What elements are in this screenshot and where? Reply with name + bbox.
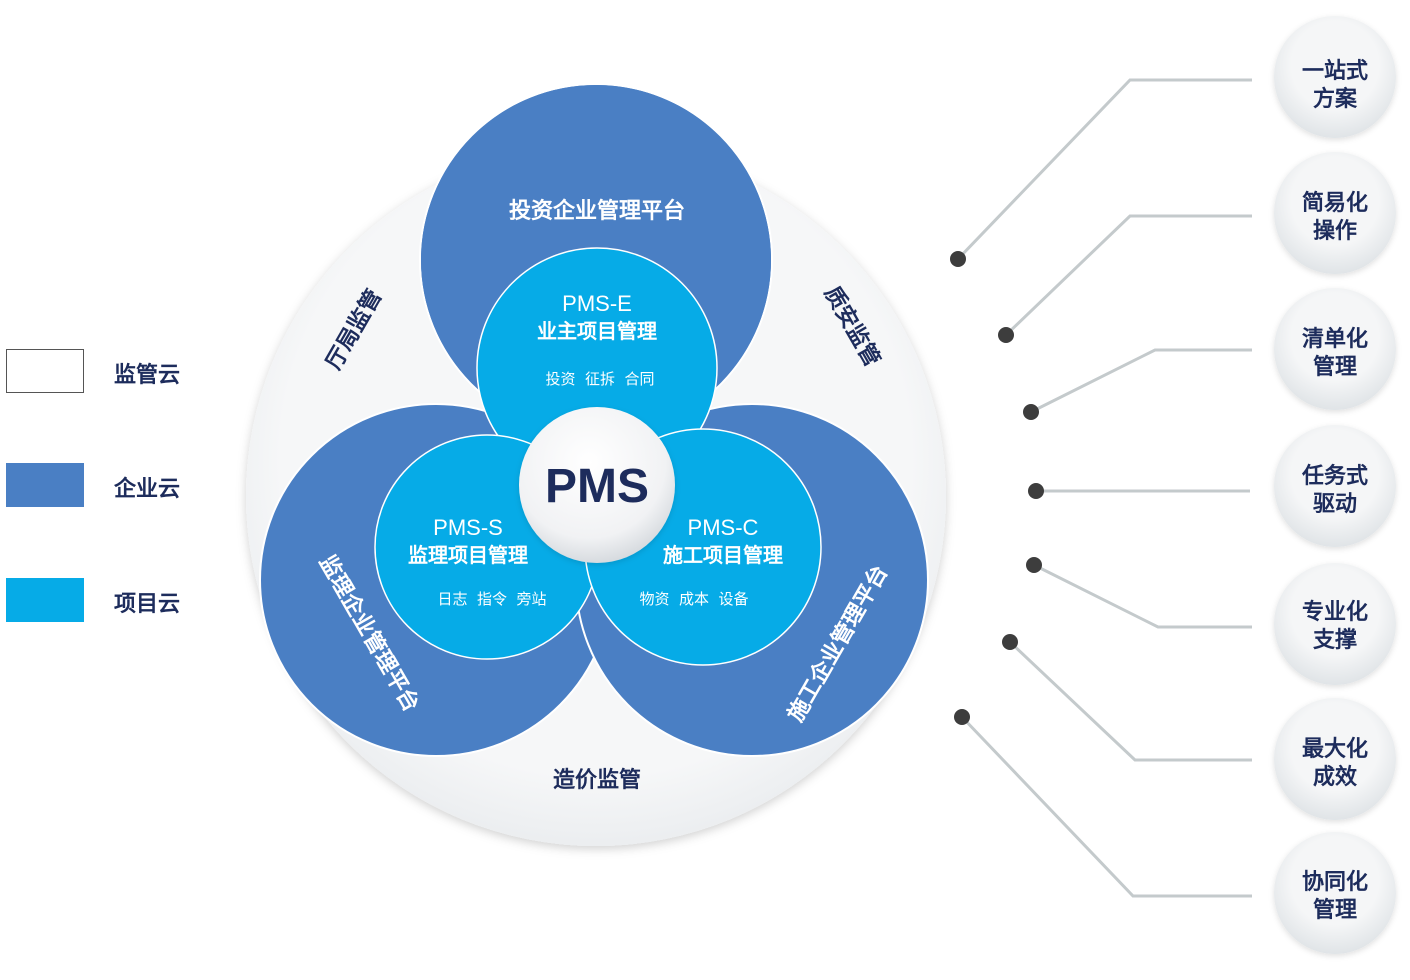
feature-2-line2: 操作 [1313,219,1357,244]
supervision-label-bottom: 造价监管 [553,767,641,793]
legend-label: 项目云 [114,592,181,617]
legend-label: 监管云 [114,363,181,388]
feature-bubble-6 [1274,698,1396,820]
feature-4-line2: 驱动 [1313,492,1357,517]
feature-5-line1: 专业化 [1302,599,1368,625]
legend-label: 企业云 [114,477,181,502]
pms-center-label: PMS [545,460,649,513]
connector-line-5 [1033,563,1252,629]
connector-dot [1028,483,1044,499]
legend-item-supervision-cloud: 监管云 [6,349,266,395]
connector-line-2 [1004,214,1252,337]
legend-swatch-enterprise-blue [6,463,84,507]
pms-c-items: 物资 成本 设备 [639,590,748,608]
feature-bubble-2 [1274,152,1396,274]
connector-dot [998,327,1014,343]
feature-1-line1: 一站式 [1302,59,1368,84]
pms-e-name: 业主项目管理 [537,319,657,343]
connector-dot [1026,557,1042,573]
feature-5-line2: 支撑 [1313,628,1357,653]
feature-4-line1: 任务式 [1301,463,1368,489]
pms-s-items: 日志 指令 旁站 [437,590,546,608]
connector-line-3 [1030,348,1252,414]
feature-1-line2: 方案 [1313,86,1358,112]
connector-dot [1002,634,1018,650]
connectors [956,78,1252,898]
feature-bubbles: 一站式 方案 简易化 操作 清单化 管理 任务式 驱动 专业化 支撑 最大化 成… [1274,16,1396,954]
legend-swatch-project-blue [6,578,84,622]
feature-3-line2: 管理 [1313,354,1357,380]
pms-c-code: PMS-C [688,515,759,540]
pms-s-code: PMS-S [433,515,503,540]
connector-line-1 [956,78,1252,261]
pms-s-name: 监理项目管理 [408,543,528,567]
feature-bubble-1 [1274,16,1396,138]
feature-6-line1: 最大化 [1302,736,1368,762]
feature-bubble-5 [1274,563,1396,685]
pms-c-name: 施工项目管理 [663,543,783,567]
connector-dot [1023,404,1039,420]
pms-e-code: PMS-E [562,291,632,316]
connector-dot [950,251,966,267]
legend-item-enterprise-cloud: 企业云 [6,463,266,509]
feature-3-line1: 清单化 [1302,326,1368,352]
connector-dot [954,709,970,725]
feature-2-line1: 简易化 [1302,190,1368,216]
feature-7-line1: 协同化 [1302,869,1368,895]
connector-dots [950,251,1044,725]
enterprise-label-top: 投资企业管理平台 [509,198,685,224]
legend-item-project-cloud: 项目云 [6,578,266,624]
feature-bubble-3 [1274,288,1396,410]
connector-line-7 [960,715,1252,898]
connector-line-6 [1008,640,1252,762]
pms-e-items: 投资 征拆 合同 [545,370,654,388]
feature-6-line2: 成效 [1313,764,1357,790]
feature-bubble-7 [1274,832,1396,954]
feature-7-line2: 管理 [1313,897,1357,923]
pms-center-disc [519,407,675,563]
legend-swatch-white [6,349,84,393]
feature-bubble-4 [1274,425,1396,547]
